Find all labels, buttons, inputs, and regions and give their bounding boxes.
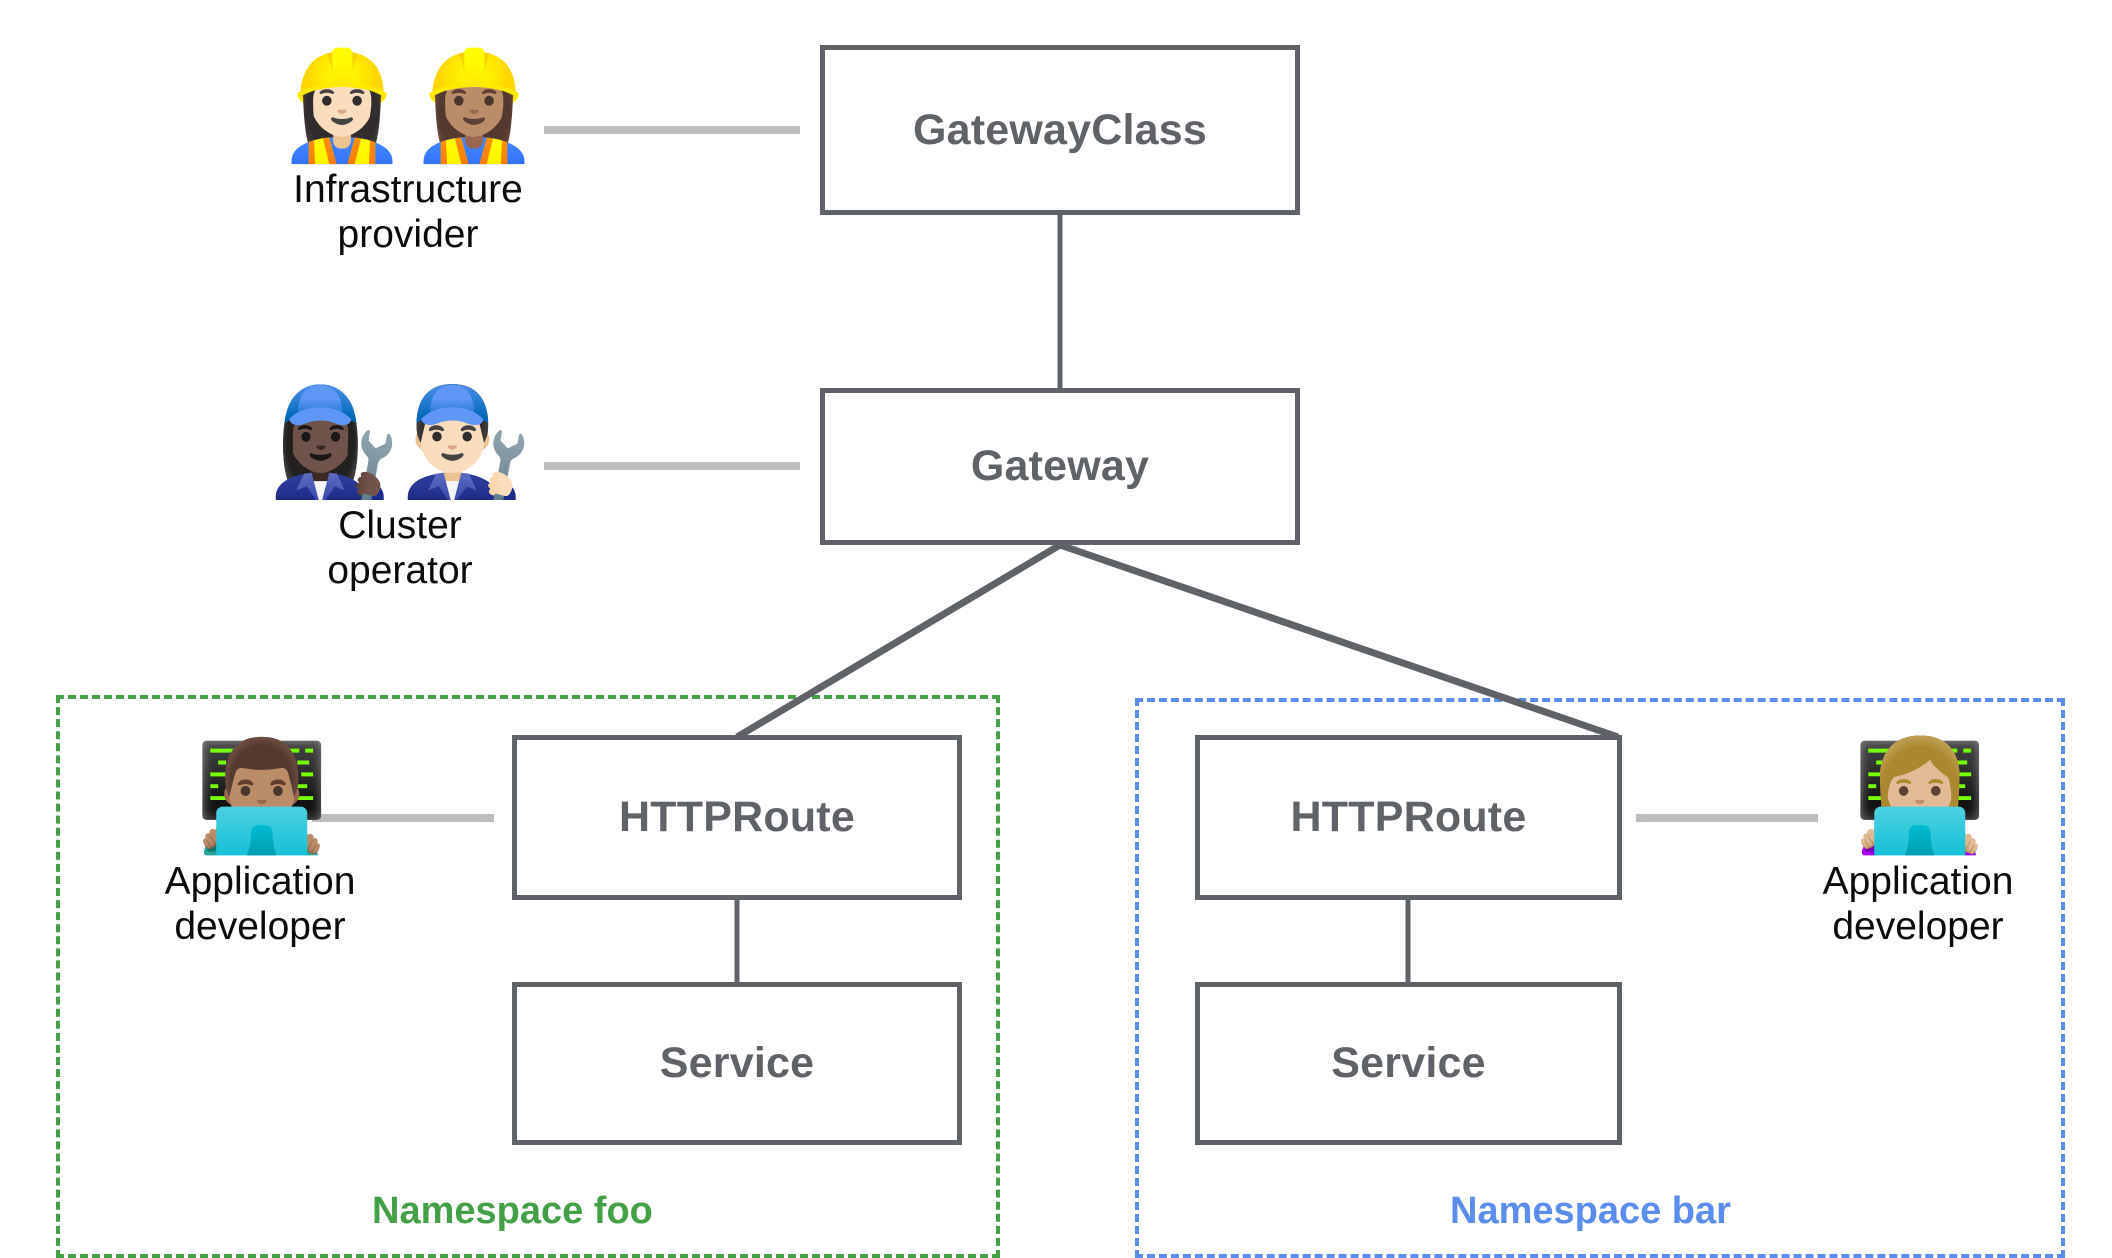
namespace-foo-bottom-edge xyxy=(56,1254,1000,1258)
httproute-bar-label: HTTPRoute xyxy=(1290,793,1527,841)
namespace-bar-label: Namespace bar xyxy=(1450,1190,1731,1232)
persona-infrastructure-provider: 👷🏻‍♀️👷🏽‍♀️ Infrastructure provider xyxy=(258,44,558,257)
service-foo-box[interactable]: Service xyxy=(512,982,962,1145)
persona-cluster-operator-caption: Cluster operator xyxy=(327,504,473,592)
service-bar-box[interactable]: Service xyxy=(1195,982,1622,1145)
gateway-label: Gateway xyxy=(970,442,1150,490)
persona-infrastructure-provider-caption: Infrastructure provider xyxy=(293,168,523,256)
service-foo-label: Service xyxy=(659,1039,815,1087)
persona-app-developer-bar: 👩🏼‍💻 Application developer xyxy=(1758,734,2078,949)
httproute-bar-box[interactable]: HTTPRoute xyxy=(1195,735,1622,900)
gateway-box[interactable]: Gateway xyxy=(820,388,1300,545)
httproute-foo-label: HTTPRoute xyxy=(619,793,855,841)
service-bar-label: Service xyxy=(1331,1039,1486,1087)
persona-app-developer-foo: 👨🏽‍💻 Application developer xyxy=(100,734,420,949)
namespace-bar-bottom-edge xyxy=(1135,1254,2065,1258)
mechanic-people-icon: 👩🏿‍🔧👨🏻‍🔧 xyxy=(268,380,532,503)
namespace-foo-label: Namespace foo xyxy=(372,1190,653,1232)
persona-app-developer-bar-caption: Application developer xyxy=(1822,860,2014,948)
persona-cluster-operator: 👩🏿‍🔧👨🏻‍🔧 Cluster operator xyxy=(250,380,550,593)
man-technologist-icon: 👨🏽‍💻 xyxy=(194,734,329,859)
gatewayclass-label: GatewayClass xyxy=(912,105,1207,154)
woman-technologist-icon: 👩🏼‍💻 xyxy=(1852,734,1987,859)
construction-worker-women-icon: 👷🏻‍♀️👷🏽‍♀️ xyxy=(276,44,540,167)
gatewayclass-box[interactable]: GatewayClass xyxy=(820,45,1300,215)
persona-app-developer-foo-caption: Application developer xyxy=(164,860,356,948)
httproute-foo-box[interactable]: HTTPRoute xyxy=(512,735,962,900)
namespace-foo-region xyxy=(56,695,1000,1258)
